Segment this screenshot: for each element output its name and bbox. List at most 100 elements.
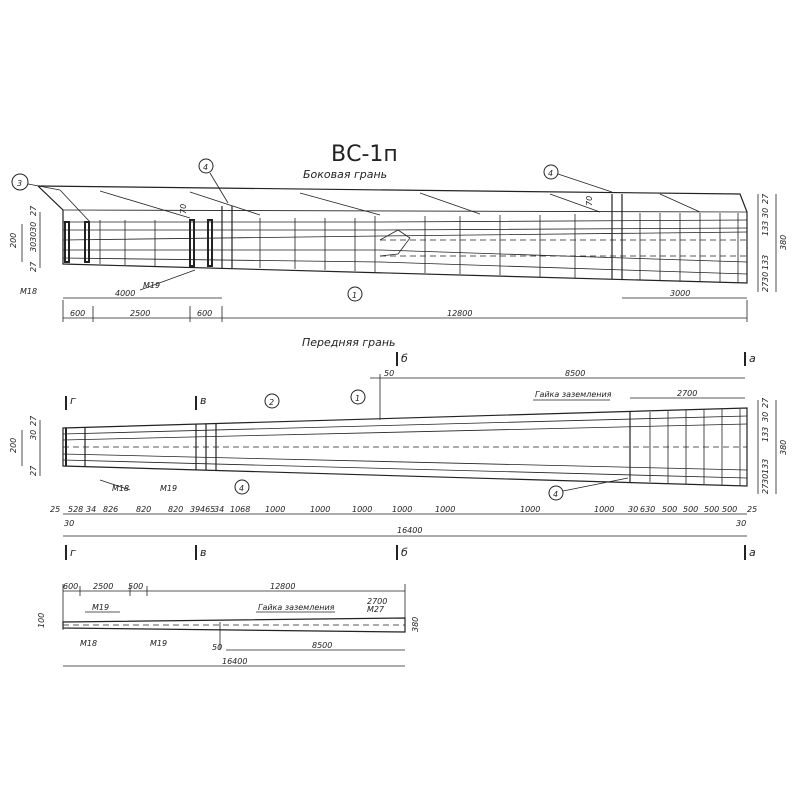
side-dim-3000: 3000 [670,289,690,298]
svg-text:30: 30 [64,519,74,528]
svg-text:30: 30 [29,242,38,252]
front-dim-8500: 8500 [565,369,585,378]
svg-text:500: 500 [662,505,677,514]
svg-text:500: 500 [704,505,719,514]
svg-text:1000: 1000 [520,505,540,514]
svg-text:а: а [749,546,756,559]
svg-text:380: 380 [411,617,420,632]
svg-text:500: 500 [722,505,737,514]
svg-text:1000: 1000 [310,505,330,514]
svg-text:380: 380 [779,440,788,455]
svg-text:25: 25 [747,505,757,514]
svg-text:1: 1 [352,291,357,300]
svg-text:12800: 12800 [270,582,295,591]
svg-text:M19: M19 [92,603,109,612]
svg-text:8500: 8500 [312,641,332,650]
callout-3-leader [27,183,61,191]
side-rebar-m18: M18 [20,287,37,296]
svg-text:27: 27 [29,205,38,216]
callout-1-front [350,389,366,405]
svg-text:а: а [749,352,756,365]
svg-text:630: 630 [640,505,655,514]
svg-text:50: 50 [384,369,394,378]
svg-text:27: 27 [29,465,38,476]
svg-text:30: 30 [29,222,38,232]
svg-text:1000: 1000 [352,505,372,514]
svg-text:27: 27 [761,281,770,292]
svg-text:2700: 2700 [367,597,387,606]
callout-4-side-right [543,164,559,180]
svg-text:30: 30 [736,519,746,528]
svg-text:2500: 2500 [130,309,150,318]
svg-text:820: 820 [168,505,183,514]
svg-text:1: 1 [355,394,360,403]
svg-text:2500: 2500 [93,582,113,591]
front-total-length: 16400 [397,526,422,535]
svg-text:500: 500 [128,582,143,591]
svg-text:600: 600 [70,309,85,318]
plan-view: 600 2500 500 12800 M19 Гайка заземления … [37,582,420,667]
side-h-200: 200 [9,233,18,248]
svg-text:1000: 1000 [392,505,412,514]
svg-text:133: 133 [761,427,770,442]
front-stirrups [65,409,741,486]
svg-text:133: 133 [761,459,770,474]
svg-text:в: в [200,546,206,559]
svg-text:30: 30 [761,474,770,484]
callout-2-front [264,393,280,409]
side-stirrups [64,194,739,283]
svg-text:M18: M18 [80,639,97,648]
svg-text:27: 27 [29,415,38,426]
callout-4-text-b: 4 [548,169,553,178]
callout-3-text: 3 [17,179,22,188]
svg-text:27: 27 [761,193,770,204]
svg-text:30: 30 [761,208,770,218]
callout-3 [11,173,29,191]
svg-text:2: 2 [269,398,274,407]
svg-text:2700: 2700 [677,389,697,398]
svg-text:1000: 1000 [265,505,285,514]
svg-text:12800: 12800 [447,309,472,318]
svg-text:б: б [401,546,408,559]
side-h-380: 380 [779,235,788,250]
svg-text:M19: M19 [160,484,177,493]
callout-4-side-left [198,158,214,174]
svg-text:600: 600 [63,582,78,591]
svg-text:M27: M27 [367,605,385,614]
front-spacing-chain: 25 528 34 826 820 820 39 465 34 1068 100… [50,505,757,515]
front-ground-nut: Гайка заземления [535,390,612,399]
svg-text:30: 30 [761,412,770,422]
svg-text:1000: 1000 [435,505,455,514]
svg-text:34: 34 [86,505,96,514]
side-outline [37,185,748,284]
svg-text:70: 70 [179,204,188,214]
svg-text:27: 27 [761,483,770,494]
svg-text:4: 4 [239,484,244,493]
front-view: Передняя грань г в б а г в б а 50 8500 2… [9,336,788,560]
svg-text:M18: M18 [112,484,129,493]
svg-text:1068: 1068 [230,505,250,514]
side-view-label: Боковая грань [303,168,387,181]
plan-ground-nut: Гайка заземления [258,603,335,612]
svg-text:70: 70 [585,196,594,206]
svg-text:1000: 1000 [594,505,614,514]
svg-text:27: 27 [761,397,770,408]
svg-text:4: 4 [553,490,558,499]
svg-text:27: 27 [29,261,38,272]
svg-text:50: 50 [212,643,222,652]
plan-total-length: 16400 [222,657,247,666]
svg-text:600: 600 [197,309,212,318]
callout-4-leader-b [557,173,613,193]
plan-outline [62,617,406,633]
svg-text:100: 100 [37,613,46,628]
svg-text:30: 30 [761,272,770,282]
side-dim-4000: 4000 [115,289,135,298]
side-top-edge [62,209,748,213]
callout-4-front-left [234,479,250,495]
svg-text:30: 30 [628,505,638,514]
svg-text:200: 200 [9,438,18,453]
drawing-title: ВС-1п [331,142,398,167]
front-view-label: Передняя грань [302,336,396,349]
svg-text:826: 826 [103,505,118,514]
